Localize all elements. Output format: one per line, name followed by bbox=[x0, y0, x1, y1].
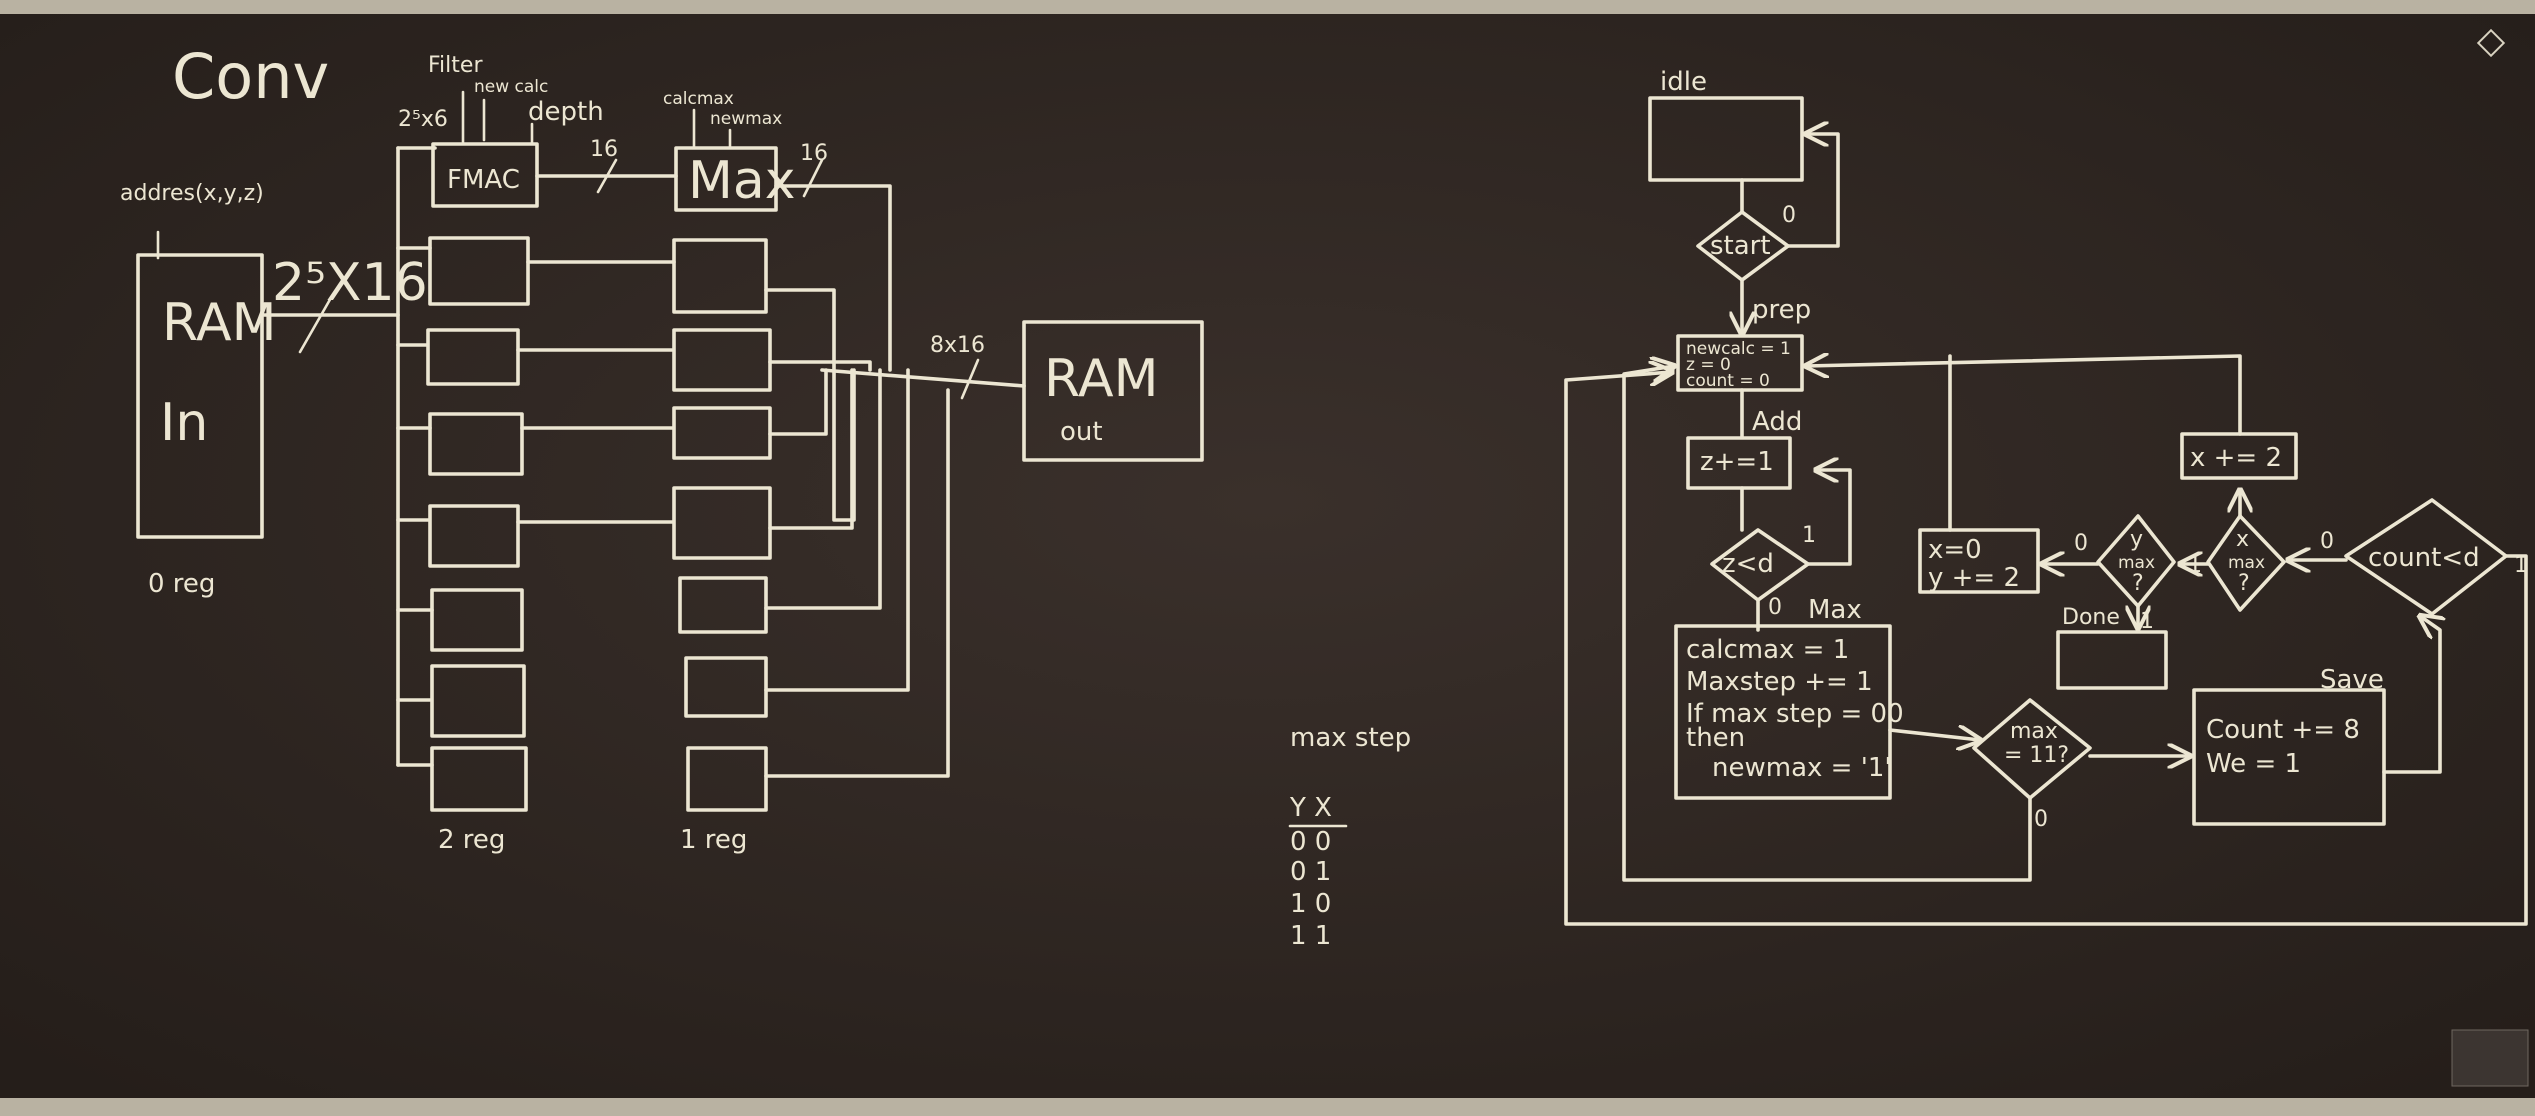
address-label: addres(x,y,z) bbox=[120, 181, 264, 206]
ram-in-label-1: RAM bbox=[162, 293, 276, 353]
xmax-decision bbox=[2206, 514, 2286, 612]
count-label: count<d bbox=[2368, 543, 2480, 573]
max-unit bbox=[684, 656, 768, 718]
zd-label: z<d bbox=[1722, 549, 1774, 579]
max-line: Maxstep += 1 bbox=[1686, 667, 1873, 697]
fmac-unit bbox=[430, 588, 524, 652]
xy-line: y += 2 bbox=[1928, 563, 2020, 593]
zd-zero: 0 bbox=[1768, 595, 1782, 620]
max-block bbox=[674, 146, 778, 212]
conv-title: Conv bbox=[172, 40, 329, 113]
max-unit bbox=[678, 576, 768, 634]
prep-line: count = 0 bbox=[1686, 371, 1770, 391]
maxstep-table: max step Y X 0 0 0 1 1 0 1 1 bbox=[1288, 723, 1411, 951]
bus16-a: 16 bbox=[590, 137, 618, 162]
zd-one: 1 bbox=[1802, 523, 1816, 548]
ram-in-block bbox=[136, 253, 264, 539]
bus16-b: 16 bbox=[800, 141, 828, 166]
idle-state bbox=[1648, 96, 1804, 182]
bottom-rail bbox=[0, 1098, 2535, 1116]
max-line: If max step = 00 bbox=[1686, 699, 1904, 729]
ymax-label-1: y bbox=[2130, 527, 2143, 552]
maxstep-header: Y X bbox=[1289, 793, 1332, 823]
max-state-label: Max bbox=[1808, 595, 1862, 625]
new-calc-label: new calc bbox=[474, 77, 548, 97]
count-zero: 0 bbox=[2320, 529, 2334, 554]
save-line: Count += 8 bbox=[2206, 715, 2360, 745]
max-line: newmax = '1' bbox=[1712, 753, 1892, 783]
size-label: 2⁵x6 bbox=[398, 107, 448, 132]
reg1-label: 1 reg bbox=[680, 825, 747, 855]
fmac-unit bbox=[426, 328, 520, 386]
max-state bbox=[1674, 624, 1892, 800]
maxstep-row: 0 0 bbox=[1290, 827, 1331, 857]
maxstep-row: 1 1 bbox=[1290, 921, 1331, 951]
ymax-label-2: max bbox=[2118, 553, 2155, 573]
max-unit bbox=[672, 238, 768, 314]
xy-line: x=0 bbox=[1928, 535, 1982, 565]
prep-line: newcalc = 1 bbox=[1686, 339, 1791, 359]
max-line: then bbox=[1686, 723, 1745, 753]
fmac-label: FMAC bbox=[447, 165, 520, 195]
top-rail bbox=[0, 0, 2535, 14]
xinc-label: x += 2 bbox=[2190, 443, 2282, 473]
fmac-unit bbox=[428, 504, 520, 568]
start-label: start bbox=[1710, 231, 1771, 261]
xmax-label-2: max bbox=[2228, 553, 2265, 573]
max-unit bbox=[672, 328, 772, 392]
bus-out-label: 8x16 bbox=[930, 333, 985, 358]
board-logo bbox=[2476, 28, 2506, 58]
ram-out-label-2: out bbox=[1060, 417, 1103, 447]
count-decision bbox=[2344, 498, 2508, 616]
prep-label: prep bbox=[1752, 295, 1811, 325]
maxstep-row: 0 1 bbox=[1290, 857, 1331, 887]
newmax-label: newmax bbox=[710, 109, 782, 129]
done-state bbox=[2056, 630, 2168, 690]
max11-label-1: max bbox=[2010, 719, 2058, 744]
fsm-diagram: idle start 0 prep newcalc = 1 z = 0 coun… bbox=[1564, 67, 2528, 926]
board-label-sticker bbox=[2451, 1029, 2529, 1087]
add-body: z+=1 bbox=[1700, 447, 1774, 477]
filter-label: Filter bbox=[428, 53, 483, 78]
ram-out-label-1: RAM bbox=[1044, 349, 1158, 409]
ram-in-label-2: In bbox=[160, 393, 208, 453]
xy-state bbox=[1918, 528, 2040, 594]
conv-datapath: Conv addres(x,y,z) RAM In 0 reg 2⁵X16 Fi… bbox=[120, 40, 1204, 855]
max-label: Max bbox=[688, 151, 796, 211]
reg2-label: 2 reg bbox=[438, 825, 505, 855]
ymax-label-3: ? bbox=[2132, 571, 2144, 596]
max-line: calcmax = 1 bbox=[1686, 635, 1849, 665]
bus-in-label: 2⁵X16 bbox=[272, 253, 428, 313]
maxstep-row: 1 0 bbox=[1290, 889, 1331, 919]
reg0-label: 0 reg bbox=[148, 569, 215, 599]
ram-out-block bbox=[1022, 320, 1204, 462]
add-label: Add bbox=[1752, 407, 1802, 437]
max-unit bbox=[686, 746, 768, 812]
calcmax-label: calcmax bbox=[663, 89, 734, 109]
idle-label: idle bbox=[1660, 67, 1707, 97]
fmac-unit bbox=[430, 664, 526, 738]
max-unit bbox=[672, 486, 772, 560]
xmax-label-3: ? bbox=[2238, 571, 2250, 596]
ymax-zero: 0 bbox=[2074, 531, 2088, 556]
depth-label: depth bbox=[528, 97, 604, 127]
max11-label-2: = 11? bbox=[2004, 743, 2069, 768]
save-line: We = 1 bbox=[2206, 749, 2301, 779]
fmac-unit bbox=[430, 746, 528, 812]
save-state bbox=[2192, 688, 2386, 826]
xmax-label-1: x bbox=[2236, 527, 2249, 552]
maxstep-title: max step bbox=[1290, 723, 1411, 753]
add-state bbox=[1686, 436, 1792, 490]
fmac-unit bbox=[428, 236, 530, 306]
done-label: Done bbox=[2062, 605, 2120, 630]
fmac-unit bbox=[428, 412, 524, 476]
prep-line: z = 0 bbox=[1686, 355, 1731, 375]
max11-zero: 0 bbox=[2034, 807, 2048, 832]
start-zero: 0 bbox=[1782, 203, 1796, 228]
